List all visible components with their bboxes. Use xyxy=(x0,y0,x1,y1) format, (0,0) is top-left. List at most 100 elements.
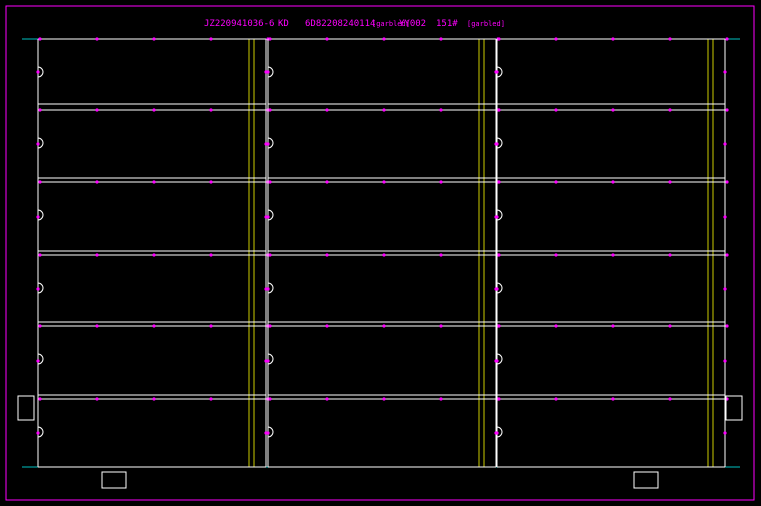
bottom-right-tab-marker xyxy=(633,471,659,489)
annotation-dot xyxy=(382,324,386,328)
annotation-dot xyxy=(554,180,558,184)
annotation-dot xyxy=(382,37,386,41)
panel-notch xyxy=(496,282,503,294)
annotation-dot xyxy=(439,324,443,328)
annotation-dot xyxy=(611,324,615,328)
bottom-left-tab-marker xyxy=(101,471,127,489)
annotation-dot xyxy=(439,37,443,41)
annotation-dot xyxy=(38,397,42,401)
annotation-dot xyxy=(268,253,272,257)
annotation-dot xyxy=(439,253,443,257)
annotation-dot xyxy=(497,180,501,184)
annotation-dot xyxy=(266,359,270,363)
annotation-dot xyxy=(495,431,499,435)
size-code-label: 151# xyxy=(436,19,458,29)
annotation-dot xyxy=(723,215,727,219)
annotation-dot xyxy=(497,37,501,41)
annotation-dot xyxy=(723,431,727,435)
annotation-dot xyxy=(95,324,99,328)
panel-notch xyxy=(37,282,44,294)
annotation-dot xyxy=(152,108,156,112)
annotation-dot xyxy=(266,215,270,219)
job-code-label: JZ220941036-6 xyxy=(204,19,275,29)
order-number-label: 6D82208240114 xyxy=(305,19,376,29)
annotation-dot xyxy=(38,253,42,257)
annotation-dot xyxy=(268,37,272,41)
annotation-dot xyxy=(38,108,42,112)
annotation-dot xyxy=(495,70,499,74)
annotation-dot xyxy=(554,397,558,401)
annotation-dot xyxy=(668,324,672,328)
order-suffix-label: [garbled] xyxy=(372,20,410,28)
annotation-dot xyxy=(325,253,329,257)
panel-notch xyxy=(37,137,44,149)
annotation-dot xyxy=(439,397,443,401)
annotation-dot xyxy=(725,37,729,41)
panel-notch xyxy=(37,353,44,365)
annotation-dot xyxy=(36,431,40,435)
annotation-dot xyxy=(725,180,729,184)
panel-notch xyxy=(267,282,274,294)
annotation-dot xyxy=(668,37,672,41)
panel-notch xyxy=(496,137,503,149)
annotation-dot xyxy=(36,215,40,219)
annotation-dot xyxy=(38,180,42,184)
annotation-dot xyxy=(266,287,270,291)
annotation-dot xyxy=(723,287,727,291)
panel-grid xyxy=(22,37,740,468)
annotation-dot xyxy=(268,180,272,184)
annotation-dot xyxy=(209,180,213,184)
annotation-dot xyxy=(95,253,99,257)
panel-notch xyxy=(496,66,503,78)
annotation-dot xyxy=(725,253,729,257)
annotation-dot xyxy=(723,142,727,146)
annotation-dot xyxy=(495,142,499,146)
annotation-dot xyxy=(382,253,386,257)
annotation-dot xyxy=(497,397,501,401)
annotation-dot xyxy=(266,142,270,146)
annotation-dot xyxy=(497,108,501,112)
annotation-dot xyxy=(497,324,501,328)
annotation-dot xyxy=(209,108,213,112)
annotation-dot xyxy=(95,37,99,41)
annotation-dot xyxy=(209,397,213,401)
annotation-dot xyxy=(611,37,615,41)
annotation-dot xyxy=(325,37,329,41)
annotation-dot xyxy=(611,108,615,112)
annotation-dot xyxy=(209,324,213,328)
annotation-dot xyxy=(554,253,558,257)
style-code-label: YY002 xyxy=(399,19,427,29)
annotation-dot xyxy=(554,324,558,328)
panel-notch xyxy=(267,209,274,221)
drawing-border xyxy=(5,5,755,501)
annotation-dot xyxy=(36,359,40,363)
annotation-dot xyxy=(723,359,727,363)
annotation-dot xyxy=(209,253,213,257)
annotation-dot xyxy=(668,253,672,257)
annotation-dot xyxy=(325,108,329,112)
panel-notch xyxy=(496,353,503,365)
annotation-dot xyxy=(268,324,272,328)
annotation-dot xyxy=(725,324,729,328)
annotation-dot xyxy=(268,397,272,401)
annotation-dot xyxy=(611,397,615,401)
annotation-dot xyxy=(611,253,615,257)
annotation-dot xyxy=(725,108,729,112)
annotation-dot xyxy=(495,215,499,219)
annotation-dot xyxy=(268,108,272,112)
annotation-dot xyxy=(38,324,42,328)
annotation-dot xyxy=(554,108,558,112)
annotation-dot xyxy=(36,287,40,291)
panel-notch xyxy=(267,137,274,149)
annotation-dot xyxy=(209,37,213,41)
annotation-dot xyxy=(325,324,329,328)
annotation-dot xyxy=(382,108,386,112)
annotation-dot xyxy=(439,180,443,184)
panel-notch xyxy=(267,66,274,78)
right-tab-marker xyxy=(725,395,743,421)
marker-label: KD xyxy=(278,19,289,29)
annotation-dot xyxy=(152,324,156,328)
annotation-dot xyxy=(495,359,499,363)
annotation-dot xyxy=(152,180,156,184)
